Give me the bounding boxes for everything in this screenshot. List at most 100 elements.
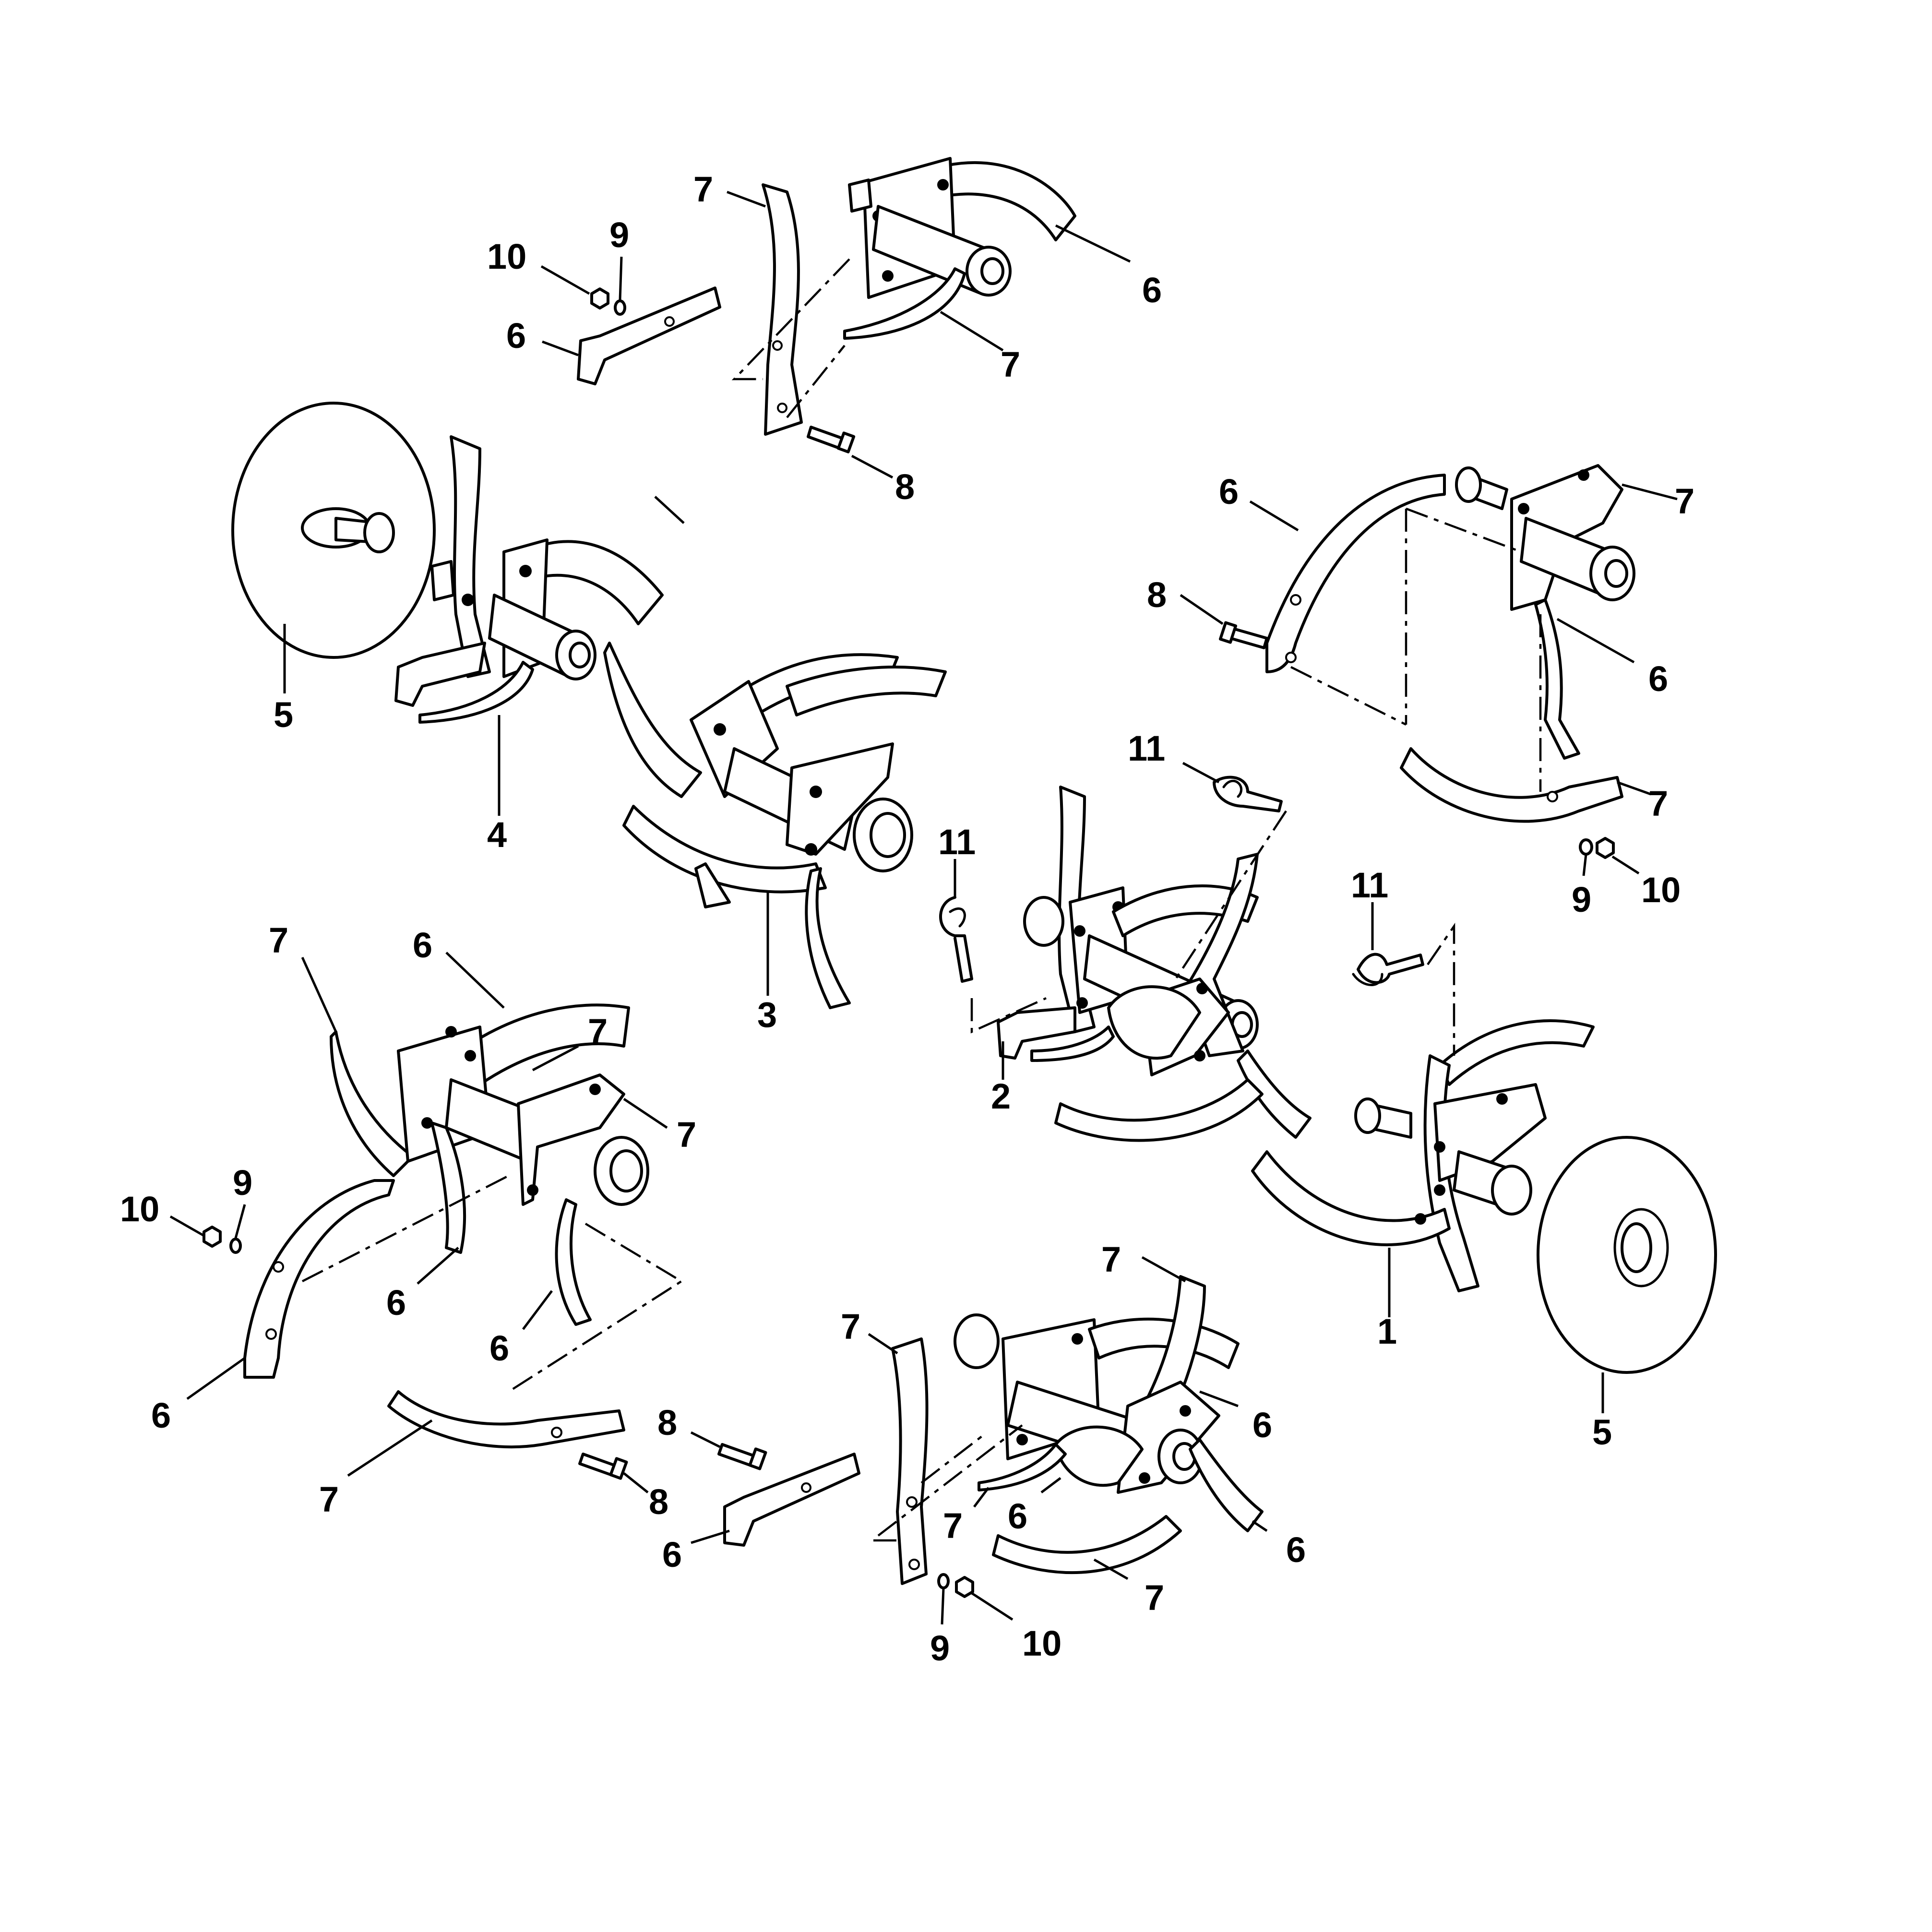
callout-10-left-lower: 10 [120, 1189, 159, 1229]
ll-dash-2 [508, 1223, 684, 1393]
ll-curved-hole-2 [265, 1328, 277, 1340]
leader-6i [186, 1357, 246, 1400]
ll-bottom-7 [387, 1390, 625, 1449]
left4-curved-tine [522, 540, 664, 625]
r1-big-tine-hole-2 [1415, 1213, 1426, 1225]
ur-dash-2 [1406, 507, 1522, 553]
leader-7l [1093, 1558, 1129, 1580]
leader-6f [445, 952, 505, 1009]
leader-9c [234, 1204, 246, 1239]
leader-lines [169, 191, 1678, 1625]
c3-left-tine [603, 642, 702, 798]
ur-bolt [1229, 627, 1268, 649]
b-washer [937, 1573, 950, 1589]
c2-flange-hole-2 [1074, 925, 1085, 937]
callout-2: 2 [991, 1076, 1011, 1116]
r1-hub-stub-end [1354, 1097, 1381, 1134]
callout-6-bottom-b: 6 [1252, 1405, 1272, 1445]
pin-right [1357, 953, 1424, 984]
callout-6-left-lower-a: 6 [413, 925, 432, 965]
ur-hub-stub-end [1455, 466, 1482, 503]
top-dash-2 [786, 345, 846, 418]
top-short-tine [577, 286, 721, 385]
callout-4: 4 [487, 815, 507, 855]
leader-6a [654, 496, 685, 524]
leader-9b [1582, 854, 1587, 876]
callout-6-top-left: 6 [506, 316, 526, 356]
r1-curved-top [1438, 1019, 1595, 1086]
ll-curved-top-6 [440, 1003, 630, 1100]
left4-flange-hole-1 [519, 565, 532, 577]
r1-hub-end [1491, 1165, 1532, 1216]
b-nut [955, 1576, 974, 1598]
ll-front-hole-2 [527, 1184, 538, 1196]
c3-flange-right [786, 742, 894, 856]
top-hub-stub [848, 179, 872, 213]
leader-6b [1055, 224, 1131, 263]
ll-flange-hole-2 [465, 1050, 476, 1061]
ll-bottom-hole [551, 1427, 562, 1438]
leader-8c [623, 1472, 649, 1493]
callout-6-left-lower-d: 6 [151, 1395, 171, 1435]
leader-7h [347, 1419, 433, 1477]
leader-6k [1199, 1390, 1239, 1407]
ur-flange-bolt [1578, 469, 1589, 481]
c3-flange-hole-1 [714, 723, 726, 736]
callout-7-left-lower-b: 7 [588, 1012, 608, 1051]
b-vertical-hole-2 [908, 1559, 920, 1570]
ll-tine-6-mid [430, 1121, 466, 1254]
left4-flange-hole-2 [462, 594, 474, 606]
left-assembly-4 [231, 402, 664, 724]
ur-lower-tine-6 [1534, 598, 1580, 760]
ur-curved-hole-2 [1285, 652, 1297, 663]
ll-bolt-head [609, 1457, 628, 1480]
c3-lower-tine-left [694, 862, 731, 908]
pin-top-dash [1175, 810, 1287, 980]
left-disc-hub-end [363, 512, 395, 553]
ll-washer [229, 1238, 242, 1254]
leader-7b [940, 310, 1004, 352]
c2-rflange-hole-1 [1196, 983, 1208, 994]
ll-flange-hole-1 [445, 1026, 457, 1038]
pin-top-clip [1222, 779, 1242, 798]
top-flange-bolt [937, 179, 949, 191]
b-bolt-head [748, 1447, 767, 1470]
left4-hub-stub [430, 560, 455, 601]
top-lower-tine [843, 267, 966, 340]
ur-washer [1579, 838, 1593, 856]
pin-right-dash [1427, 922, 1455, 1056]
top-tine-assembly [577, 157, 1076, 453]
b-bowl [1054, 1425, 1144, 1487]
ur-bottom-tine-7 [1400, 747, 1623, 823]
c3-right-top-tine [786, 666, 947, 716]
leader-6g [417, 1247, 459, 1285]
c3-flange-hole-5 [805, 843, 817, 856]
ur-hub-bore [1604, 559, 1628, 588]
leader-7c [1622, 483, 1678, 501]
leader-7e [301, 956, 337, 1033]
callout-7-bottom-a: 7 [841, 1307, 860, 1347]
pin-left-dash [970, 997, 1047, 1034]
r1-big-curved-tine [1251, 1150, 1451, 1246]
leader-6d [1249, 500, 1299, 532]
pin-top [1213, 775, 1283, 812]
leader-6j [691, 1529, 730, 1544]
b-flange-hole-2 [1016, 1434, 1028, 1445]
top-vertical-hole-2 [777, 403, 787, 413]
ur-bottom-hole [1547, 791, 1558, 802]
callout-7-upper-right-a: 7 [1675, 481, 1694, 521]
top-vertical-hole-1 [772, 340, 783, 351]
leader-11a [1182, 762, 1220, 784]
r1-big-tine-hole-1 [1434, 1184, 1445, 1196]
callout-9-left-lower: 9 [233, 1163, 252, 1203]
leader-6h [522, 1290, 553, 1330]
top-bolt-head [836, 431, 856, 453]
leader-7f [532, 1045, 579, 1072]
ll-nut [203, 1226, 222, 1248]
b-dash-2 [877, 1424, 1023, 1537]
callout-7-top-right: 7 [1001, 345, 1020, 384]
top-curved-tine [920, 161, 1076, 241]
b-dash-3 [920, 1434, 985, 1484]
callout-3: 3 [757, 995, 777, 1035]
callout-7-top-left: 7 [693, 169, 713, 209]
